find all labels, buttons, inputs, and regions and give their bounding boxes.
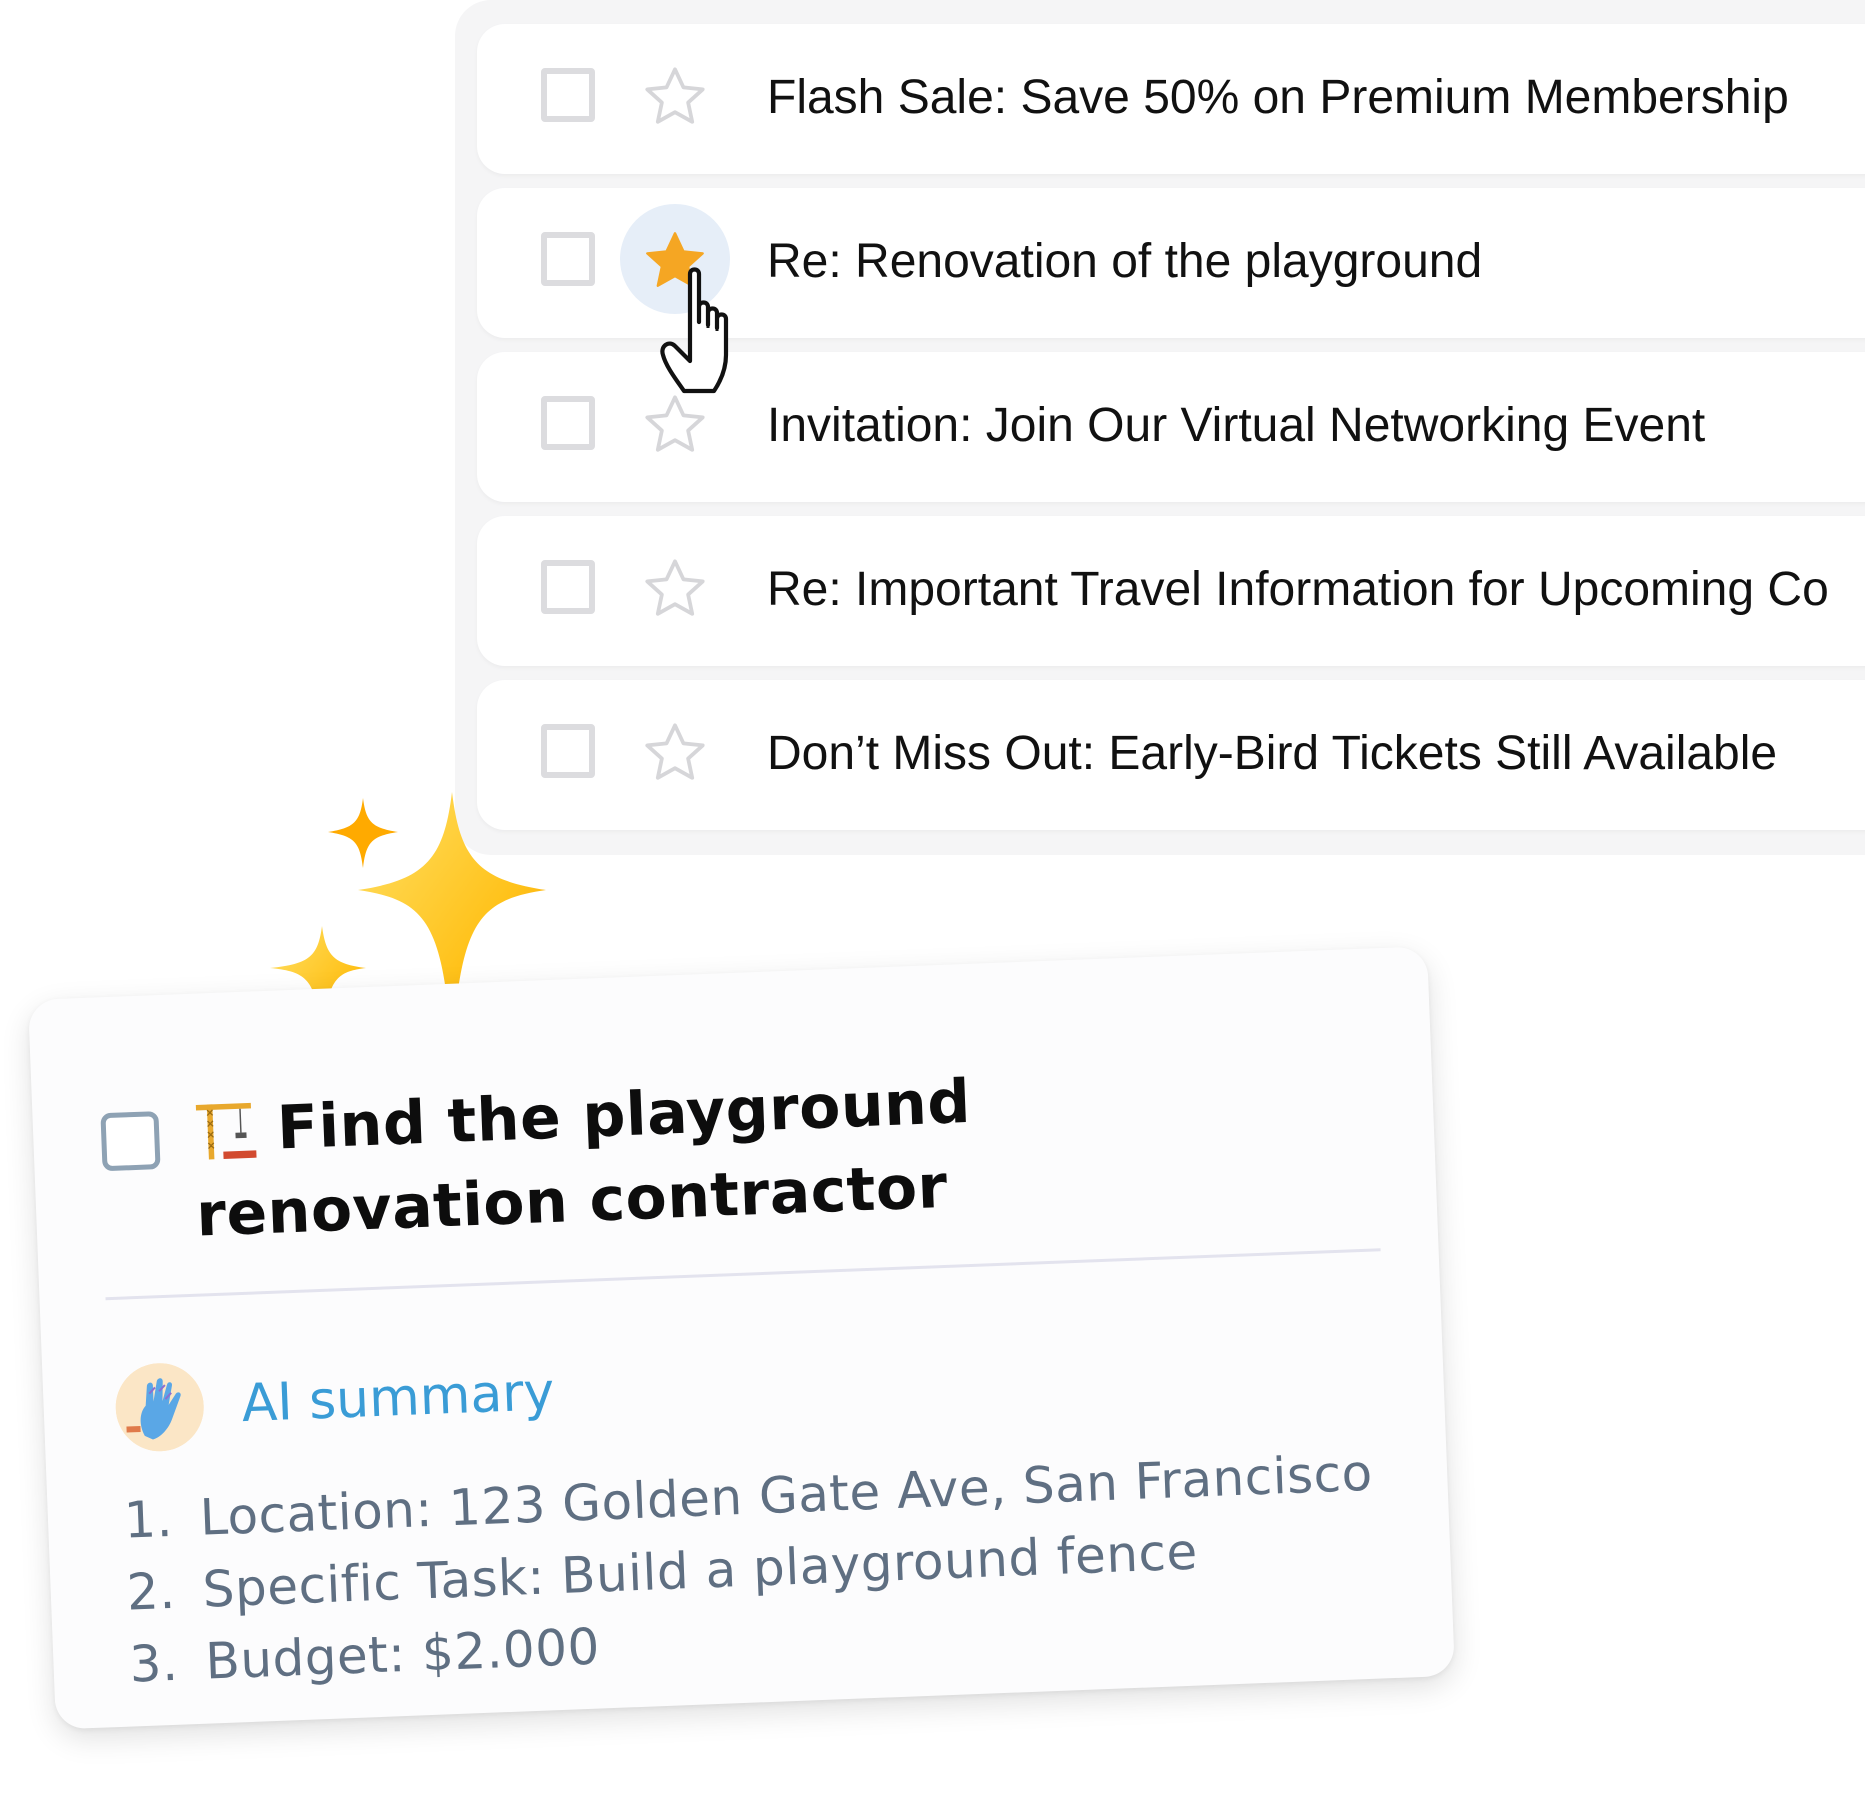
task-checkbox[interactable] bbox=[100, 1111, 161, 1172]
robot-hand-icon bbox=[114, 1361, 206, 1453]
email-subject[interactable]: Re: Renovation of the playground bbox=[767, 235, 1483, 288]
email-row[interactable]: Flash Sale: Save 50% on Premium Membersh… bbox=[477, 24, 1865, 174]
email-subject[interactable]: Re: Important Travel Information for Upc… bbox=[767, 563, 1829, 616]
star-outline-icon[interactable] bbox=[640, 390, 710, 460]
hand-pointer-cursor-icon bbox=[660, 267, 729, 394]
email-checkbox[interactable] bbox=[541, 560, 595, 614]
star-outline-icon[interactable] bbox=[640, 62, 710, 132]
task-card[interactable]: Find the playground renovation contracto… bbox=[28, 946, 1455, 1730]
email-row[interactable]: Don’t Miss Out: Early-Bird Tickets Still… bbox=[477, 680, 1865, 830]
construction-crane-icon bbox=[195, 1102, 257, 1160]
ai-avatar bbox=[114, 1361, 206, 1453]
email-checkbox[interactable] bbox=[541, 232, 595, 286]
task-title[interactable]: Find the playground renovation contracto… bbox=[195, 1066, 972, 1251]
star-outline-icon[interactable] bbox=[640, 554, 710, 624]
email-subject[interactable]: Invitation: Join Our Virtual Networking … bbox=[767, 399, 1706, 452]
star-outline-icon[interactable] bbox=[640, 718, 710, 788]
email-subject[interactable]: Flash Sale: Save 50% on Premium Membersh… bbox=[767, 71, 1789, 124]
ai-summary-list: 1.Location: 123 Golden Gate Ave, San Fra… bbox=[123, 1437, 1380, 1701]
card-divider bbox=[105, 1248, 1381, 1301]
email-checkbox[interactable] bbox=[541, 68, 595, 122]
email-checkbox[interactable] bbox=[541, 724, 595, 778]
ai-summary-label[interactable]: AI summary bbox=[240, 1362, 556, 1435]
email-row[interactable]: Re: Important Travel Information for Upc… bbox=[477, 516, 1865, 666]
email-list-panel: Flash Sale: Save 50% on Premium Membersh… bbox=[455, 0, 1865, 855]
email-checkbox[interactable] bbox=[541, 396, 595, 450]
email-subject[interactable]: Don’t Miss Out: Early-Bird Tickets Still… bbox=[767, 727, 1778, 780]
